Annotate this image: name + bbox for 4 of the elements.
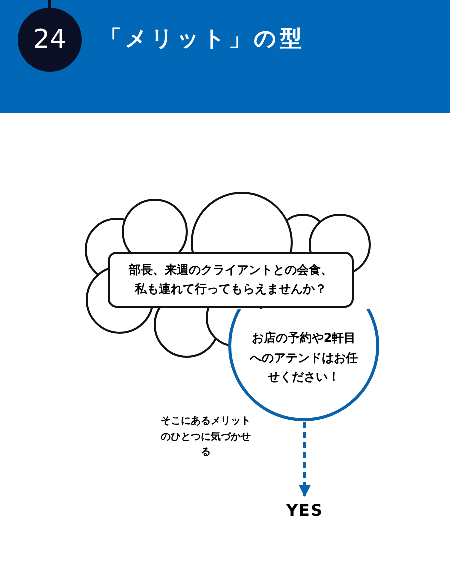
speech-box: 部長、来週のクライアントとの会食、私も連れて行ってもらえませんか？ [108,252,354,308]
arrow [299,422,311,498]
title: 「メリット」の型 [100,26,305,54]
result-text: YES [275,498,335,522]
